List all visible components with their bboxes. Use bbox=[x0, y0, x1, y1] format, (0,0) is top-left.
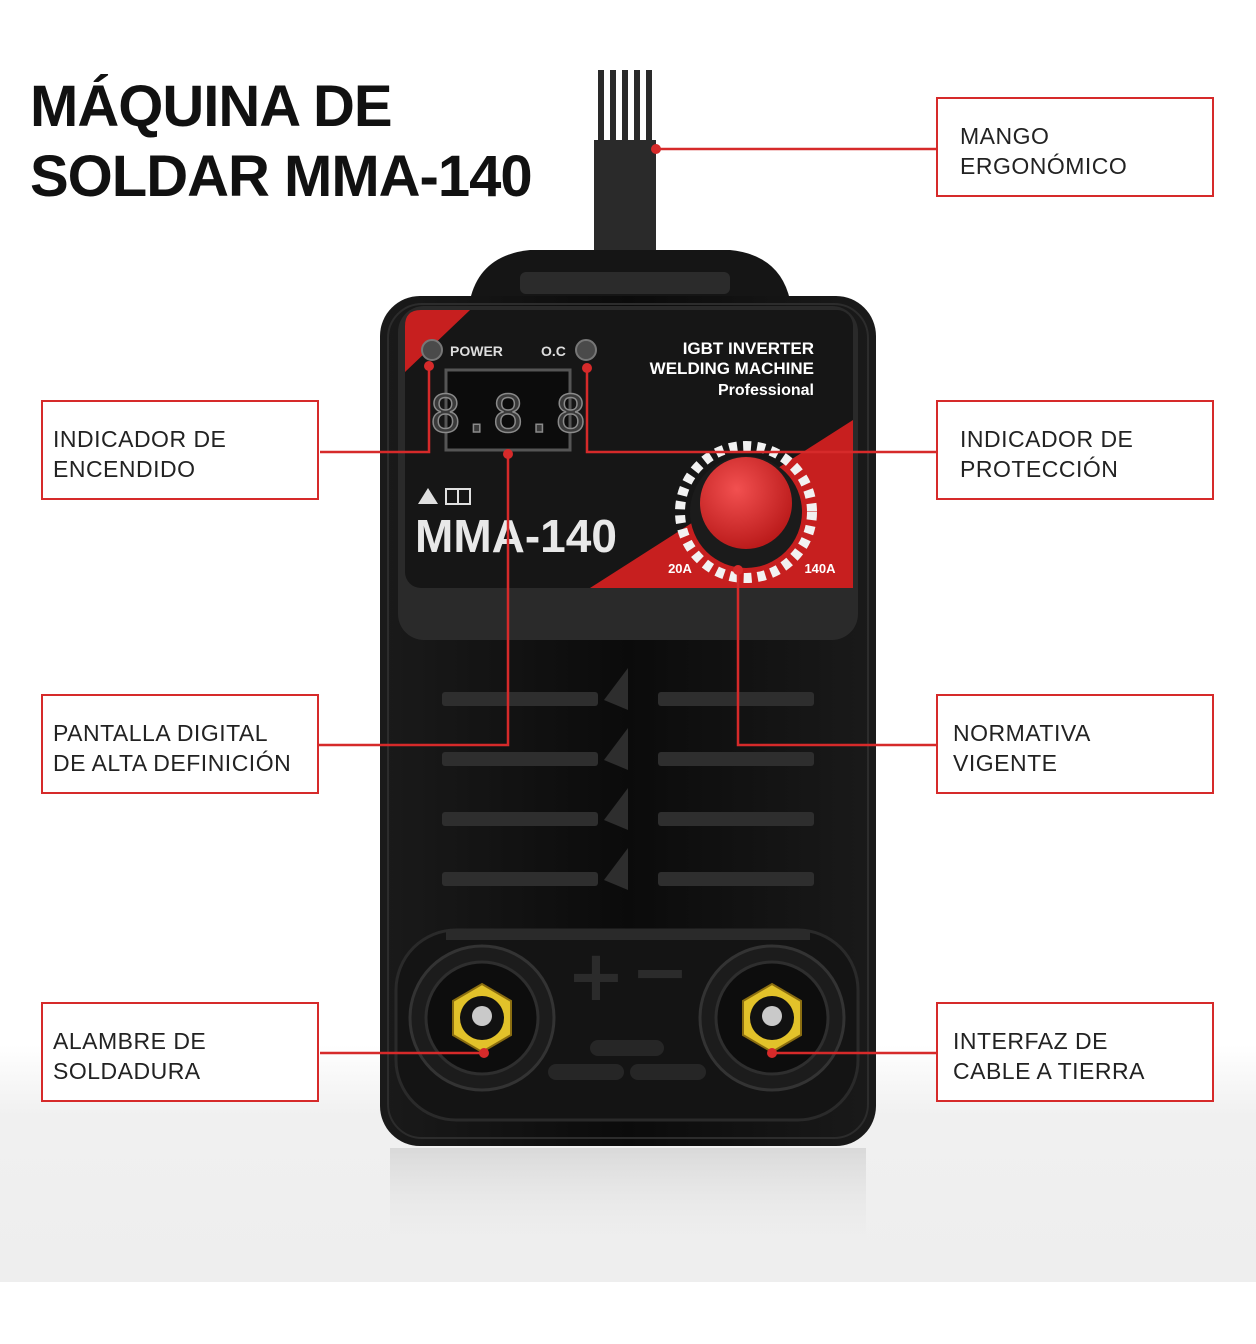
callout-indicador-encendido: INDICADOR DE ENCENDIDO bbox=[41, 400, 319, 500]
brand-line-2: WELDING MACHINE bbox=[650, 359, 814, 378]
callout-line: ENCENDIDO bbox=[53, 456, 196, 482]
digital-display bbox=[444, 368, 572, 452]
leader-dots bbox=[424, 144, 777, 1058]
ventilation-slots bbox=[442, 668, 814, 890]
callout-line: DE ALTA DEFINICIÓN bbox=[53, 750, 292, 776]
callout-line: INTERFAZ DE bbox=[953, 1028, 1109, 1054]
leader-pantalla bbox=[288, 454, 510, 747]
callout-line: PANTALLA DIGITAL bbox=[53, 720, 269, 746]
title-line-1: MÁQUINA DE bbox=[30, 74, 393, 139]
callout-line: ALAMBRE DE bbox=[53, 1028, 207, 1054]
callout-line: INDICADOR DE bbox=[960, 426, 1134, 452]
negative-symbol: − bbox=[631, 931, 690, 1013]
callout-mango-ergonomico: MANGO ERGONÓMICO bbox=[936, 97, 1214, 197]
brand-line-1: IGBT INVERTER bbox=[683, 339, 814, 358]
callout-line: PROTECCIÓN bbox=[960, 456, 1119, 482]
oc-led bbox=[575, 339, 597, 361]
leader-normativa bbox=[736, 570, 936, 747]
callout-alambre-soldadura: ALAMBRE DE SOLDADURA bbox=[41, 1002, 319, 1102]
negative-terminal bbox=[698, 944, 846, 1092]
callout-line: SOLDADURA bbox=[53, 1058, 201, 1084]
model-label: MMA-140 bbox=[415, 510, 617, 562]
power-led bbox=[421, 339, 443, 361]
handle-grip bbox=[520, 272, 730, 294]
callout-line: VIGENTE bbox=[953, 750, 1058, 776]
callout-line: ERGONÓMICO bbox=[960, 153, 1128, 179]
callout-line: INDICADOR DE bbox=[53, 426, 227, 452]
warning-icon bbox=[418, 488, 438, 504]
leader-encendido bbox=[320, 366, 431, 454]
brand-line-3: Professional bbox=[718, 382, 814, 399]
title-line-2: SOLDAR MMA-140 bbox=[30, 144, 533, 209]
callout-line: CABLE A TIERRA bbox=[953, 1058, 1145, 1084]
positive-symbol: + bbox=[567, 935, 626, 1017]
power-cable bbox=[594, 70, 656, 250]
callout-pantalla-digital: PANTALLA DIGITAL DE ALTA DEFINICIÓN bbox=[41, 694, 319, 794]
page-title: MÁQUINA DE SOLDAR MMA-140 bbox=[30, 72, 650, 212]
dial-max-label: 140A bbox=[804, 561, 836, 576]
positive-terminal bbox=[408, 944, 556, 1092]
dial-min-label: 20A bbox=[668, 561, 692, 576]
callout-line: MANGO bbox=[960, 123, 1050, 149]
callout-interfaz-cable: INTERFAZ DE CABLE A TIERRA bbox=[936, 1002, 1214, 1102]
callout-line: NORMATIVA bbox=[953, 720, 1091, 746]
dial-scale bbox=[675, 441, 817, 583]
leader-lines bbox=[288, 147, 936, 1055]
display-value: 8.8.8 bbox=[430, 385, 587, 445]
oc-label: O.C bbox=[541, 343, 566, 359]
callout-normativa-vigente: NORMATIVA VIGENTE bbox=[936, 694, 1214, 794]
callout-indicador-proteccion: INDICADOR DE PROTECCIÓN bbox=[936, 400, 1214, 500]
leader-proteccion bbox=[585, 368, 936, 454]
machine-reflection bbox=[390, 1148, 866, 1258]
power-label: POWER bbox=[450, 343, 503, 359]
dial-knob[interactable] bbox=[700, 457, 792, 549]
